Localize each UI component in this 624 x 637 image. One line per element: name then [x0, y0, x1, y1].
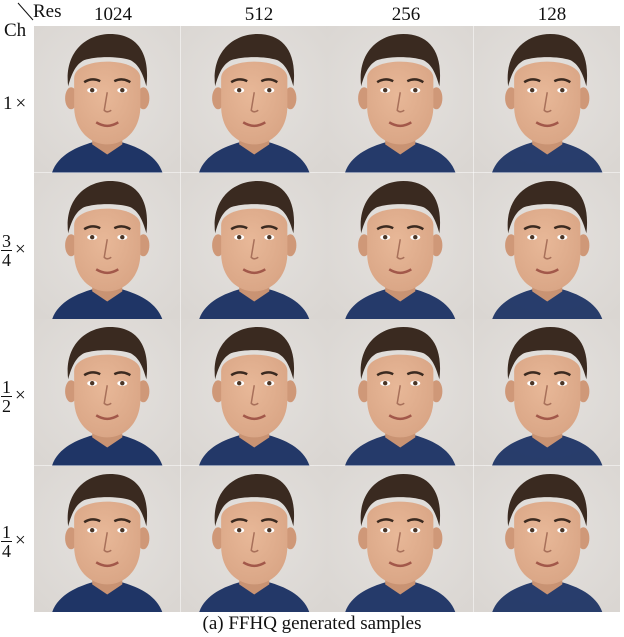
row-label-1-mult: × [15, 93, 27, 114]
face-sample-r4-c3 [327, 465, 474, 612]
face-sample-r3-c4 [473, 319, 620, 466]
row-label-1: 1 × [0, 92, 34, 116]
face-sample-r3-c2 [180, 319, 327, 466]
row-label-4-denominator: 4 [2, 540, 11, 561]
face-sample-r2-c2 [180, 172, 327, 319]
face-sample-r1-c1 [34, 26, 181, 173]
figure-caption: (a) FFHQ generated samples [202, 613, 422, 634]
row-label-3: 1 2 × [0, 372, 34, 420]
row-axis-label: Ch [4, 20, 27, 41]
row-label-4-numerator: 1 [1, 521, 12, 542]
face-sample-r4-c2 [180, 465, 327, 612]
row-label-3-fraction: 1 2 [1, 378, 12, 415]
row-label-4-mult: × [15, 530, 26, 551]
face-sample-r1-c3 [327, 26, 474, 173]
face-sample-r2-c4 [473, 172, 620, 319]
face-sample-r4-c4 [473, 465, 620, 612]
column-header-1: 1024 [94, 4, 132, 25]
row-label-4: 1 4 × [0, 517, 34, 565]
row-label-3-denominator: 2 [2, 395, 11, 416]
face-sample-r1-c2 [180, 26, 327, 173]
face-sample-r3-c1 [34, 319, 181, 466]
face-sample-r1-c4 [473, 26, 620, 173]
column-header-2: 512 [244, 4, 274, 25]
table-corner [0, 0, 34, 42]
row-label-2-numerator: 3 [1, 230, 12, 251]
row-label-2-denominator: 4 [2, 249, 11, 270]
sample-grid [34, 26, 620, 612]
face-sample-r4-c1 [34, 465, 181, 612]
face-sample-r2-c3 [327, 172, 474, 319]
face-sample-r3-c3 [327, 319, 474, 466]
column-header-4: 128 [537, 4, 567, 25]
row-label-4-fraction: 1 4 [1, 523, 12, 560]
column-axis-label: Res [33, 1, 62, 22]
corner-diagonal [17, 2, 34, 21]
face-sample-r2-c1 [34, 172, 181, 319]
row-label-3-mult: × [15, 385, 26, 406]
column-header-3: 256 [391, 4, 421, 25]
row-label-1-value: 1 [3, 93, 13, 114]
row-label-3-numerator: 1 [1, 376, 12, 397]
row-label-2-fraction: 3 4 [1, 232, 12, 269]
row-label-2-mult: × [15, 239, 26, 260]
row-label-2: 3 4 × [0, 226, 34, 274]
